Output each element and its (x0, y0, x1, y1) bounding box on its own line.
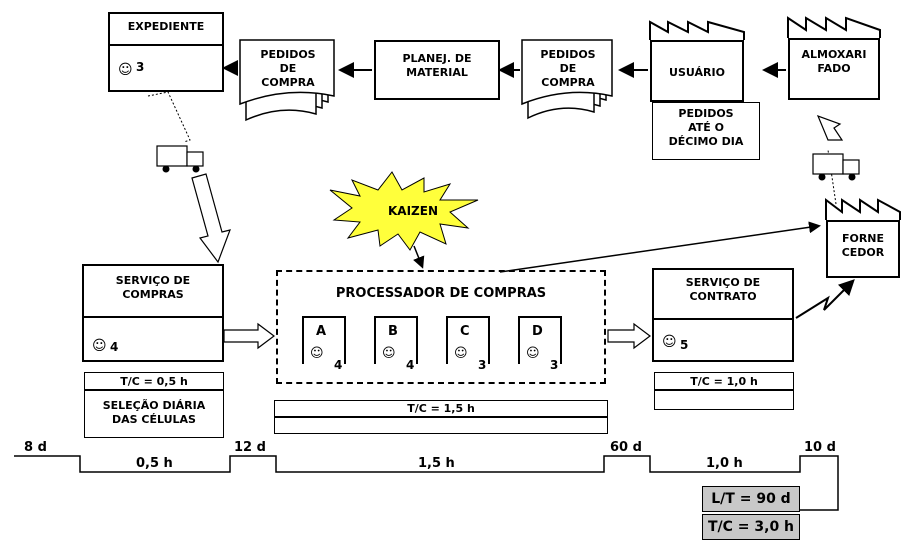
smiley-icon: ☺ (526, 346, 540, 361)
cell-c-operators: 3 (478, 358, 486, 372)
expediente-box: EXPEDIENTE ☺ 3 (108, 12, 224, 92)
timeline-wait-2: 12 d (234, 440, 266, 456)
fornecedor-label: FORNE CEDOR (828, 232, 898, 260)
cell-a-letter: A (316, 324, 326, 339)
cell-c: C ☺ 3 (446, 316, 490, 364)
cell-d: D ☺ 3 (518, 316, 562, 364)
servico-compras-tc: T/C = 0,5 h (85, 375, 223, 389)
servico-contrato-title: SERVIÇO DE CONTRATO (654, 276, 792, 304)
processador-blank-box (274, 417, 608, 434)
expediente-divider (110, 44, 222, 46)
smiley-icon: ☺ (118, 62, 133, 78)
almoxarifado-roof (788, 18, 880, 38)
expediente-operators: 3 (136, 60, 144, 75)
servico-contrato-blank-box (654, 390, 794, 410)
cell-a-operators: 4 (334, 358, 342, 372)
servico-compras-title: SERVIÇO DE COMPRAS (84, 274, 222, 302)
smiley-icon: ☺ (382, 346, 396, 361)
usuario-note-box: PEDIDOS ATÉ O DÉCIMO DIA (652, 102, 760, 160)
lead-time-total: L/T = 90 d (703, 491, 799, 509)
servico-contrato-tc: T/C = 1,0 h (655, 375, 793, 389)
planej-material-box: PLANEJ. DE MATERIAL (374, 40, 500, 100)
cell-d-letter: D (532, 324, 543, 339)
almoxarifado-box: ALMOXARI FADO (788, 38, 880, 100)
usuario-box: USUÁRIO (650, 40, 744, 102)
servico-contrato-box: SERVIÇO DE CONTRATO ☺ 5 (652, 268, 794, 362)
servico-compras-tc-box: T/C = 0,5 h (84, 372, 224, 390)
pedidos-compra-right-label: PEDIDOS DE COMPRA (526, 48, 610, 89)
cell-a: A ☺ 4 (302, 316, 346, 364)
fornecedor-box: FORNE CEDOR (826, 220, 900, 278)
push-arrow-compras-processador (224, 324, 274, 348)
processador-tc-box: T/C = 1,5 h (274, 400, 608, 417)
cell-d-operators: 3 (550, 358, 558, 372)
timeline-wait-4: 10 d (804, 440, 836, 456)
cell-b-operators: 4 (406, 358, 414, 372)
smiley-icon: ☺ (454, 346, 468, 361)
servico-contrato-tc-box: T/C = 1,0 h (654, 372, 794, 390)
cycle-time-total: T/C = 3,0 h (703, 519, 799, 537)
cell-c-letter: C (460, 324, 470, 339)
servico-compras-note: SELEÇÃO DIÁRIA DAS CÉLULAS (85, 399, 223, 427)
pedidos-compra-left-label: PEDIDOS DE COMPRA (244, 48, 332, 89)
planej-material-label: PLANEJ. DE MATERIAL (376, 52, 498, 80)
usuario-label: USUÁRIO (652, 66, 742, 80)
smiley-icon: ☺ (92, 338, 107, 354)
shipment-arrow-left (148, 92, 230, 262)
info-line-processador-fornecedor (500, 226, 818, 272)
smiley-icon: ☺ (310, 346, 324, 361)
expediente-title: EXPEDIENTE (110, 20, 222, 34)
timeline-process-3: 1,0 h (706, 456, 743, 472)
cell-b: B ☺ 4 (374, 316, 418, 364)
processador-tc: T/C = 1,5 h (275, 402, 607, 416)
usuario-roof (650, 22, 744, 40)
push-arrow-processador-contrato (608, 324, 650, 348)
usuario-note: PEDIDOS ATÉ O DÉCIMO DIA (653, 107, 759, 148)
servico-compras-divider (84, 316, 222, 318)
cycle-time-box: T/C = 3,0 h (702, 514, 800, 540)
lead-time-box: L/T = 90 d (702, 486, 800, 512)
timeline-process-2: 1,5 h (418, 456, 455, 472)
kaizen-label: KAIZEN (378, 204, 448, 219)
timeline-process-1: 0,5 h (136, 456, 173, 472)
timeline-wait-1: 8 d (24, 440, 47, 456)
servico-compras-box: SERVIÇO DE COMPRAS ☺ 4 (82, 264, 224, 362)
servico-compras-note-box: SELEÇÃO DIÁRIA DAS CÉLULAS (84, 390, 224, 438)
kaizen-pointer (414, 246, 422, 266)
servico-contrato-divider (654, 318, 792, 320)
servico-contrato-operators: 5 (680, 338, 688, 353)
truck-icon (812, 150, 862, 184)
smiley-icon: ☺ (662, 334, 677, 350)
fornecedor-roof (826, 200, 900, 220)
truck-icon (156, 142, 206, 176)
electronic-arrow-contrato-fornecedor (796, 282, 852, 318)
cell-b-letter: B (388, 324, 398, 339)
processador-title: PROCESSADOR DE COMPRAS (278, 286, 604, 302)
timeline-wait-3: 60 d (610, 440, 642, 456)
servico-compras-operators: 4 (110, 340, 118, 355)
almoxarifado-label: ALMOXARI FADO (790, 48, 878, 76)
